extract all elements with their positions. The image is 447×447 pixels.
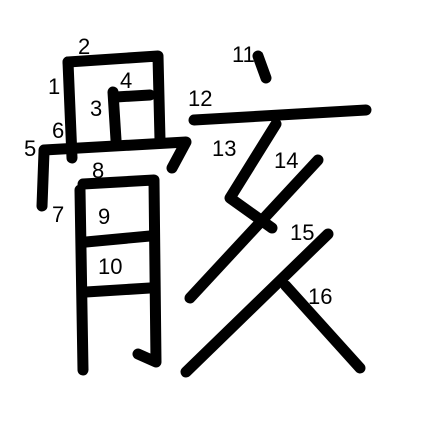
- stroke-number-4: 4: [120, 68, 132, 93]
- stroke-number-10: 10: [98, 254, 122, 279]
- stroke-5: [36, 146, 50, 212]
- stroke-12: [188, 104, 372, 126]
- stroke-15: [180, 228, 334, 378]
- stroke-number-1: 1: [48, 74, 60, 99]
- stroke-number-6: 6: [52, 118, 64, 143]
- stroke-number-8: 8: [92, 158, 104, 183]
- stroke-number-16: 16: [308, 284, 332, 309]
- stroke-number-14: 14: [274, 148, 298, 173]
- stroke-number-11: 11: [232, 42, 255, 67]
- stroke-11: [252, 50, 272, 84]
- stroke-number-9: 9: [98, 204, 110, 229]
- stroke-2: [62, 50, 166, 146]
- stroke-1: [62, 56, 78, 164]
- stroke-number-3: 3: [90, 96, 102, 121]
- character-strokes: [36, 50, 372, 378]
- stroke-number-2: 2: [78, 34, 90, 59]
- stroke-number-12: 12: [188, 86, 212, 111]
- stroke-4: [110, 89, 156, 103]
- stroke-6: [38, 136, 192, 174]
- stroke-number-15: 15: [290, 220, 314, 245]
- stroke-numbers: 1 2 3 4 5 6 7 8 9 10 11 12 13 14 15 16: [24, 34, 332, 309]
- stroke-10: [80, 282, 156, 298]
- stroke-9: [80, 230, 156, 248]
- stroke-7: [74, 184, 89, 376]
- stroke-number-13: 13: [212, 136, 236, 161]
- stroke-8: [77, 174, 162, 368]
- stroke-number-7: 7: [52, 202, 64, 227]
- stroke-number-5: 5: [24, 136, 36, 161]
- stroke-14: [184, 154, 324, 304]
- stroke-16: [280, 280, 366, 374]
